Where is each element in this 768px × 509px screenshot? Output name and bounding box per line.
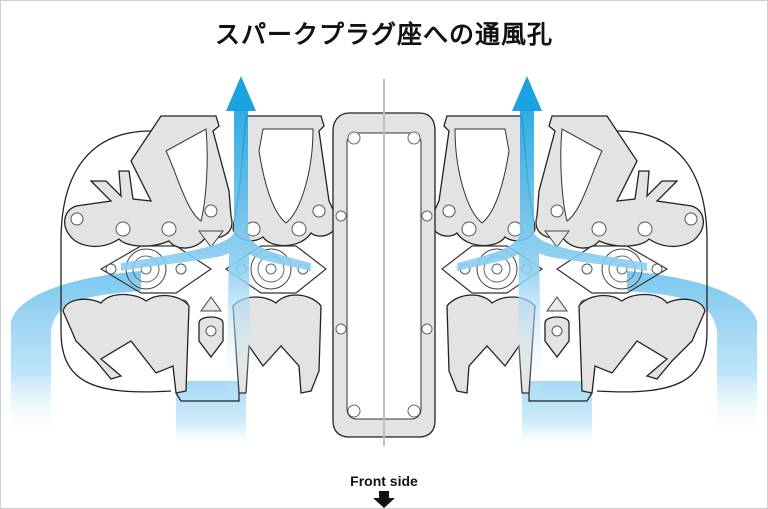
front-side-label: Front side: [350, 473, 418, 489]
airflow-arrow-left: [121, 76, 311, 401]
arrow-down-icon: [373, 491, 395, 508]
diagram-title: スパークプラグ座への通風孔: [214, 20, 553, 49]
center-gasket: [332, 79, 436, 446]
airflow-arrow-right: [457, 76, 647, 401]
